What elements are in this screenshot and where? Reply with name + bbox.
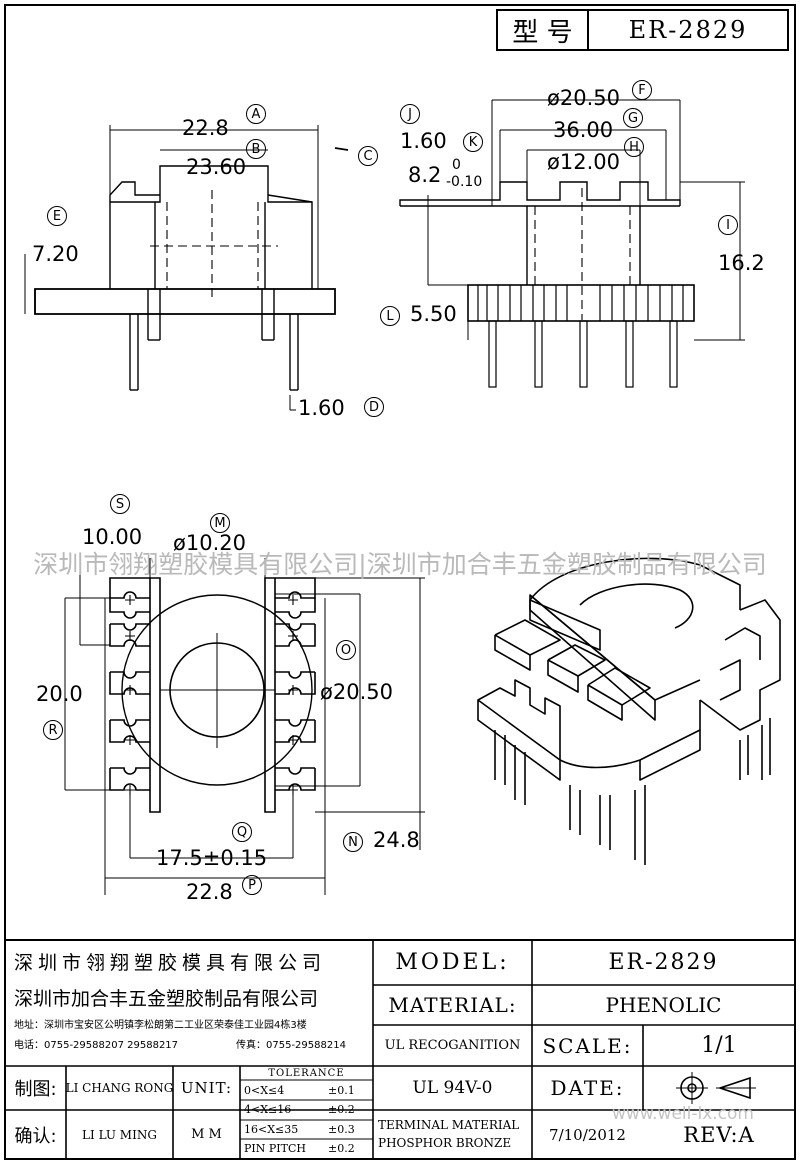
tolerance-value-4: ±0.2 [328,1142,355,1155]
dim-b: 23.60 [186,155,247,179]
isometric-view [477,557,781,865]
marker-h: H [624,137,644,157]
header-type-label: 型 号 [512,17,573,48]
marker-k: K [463,132,483,152]
dim-k-lower: -0.10 [446,174,483,190]
marker-a: A [246,104,266,124]
tolerance-range-4: PIN PITCH [244,1142,306,1155]
dim-r: 20.0 [36,682,83,706]
marker-b: B [246,139,266,159]
marker-n: N [343,832,363,852]
ul-label: UL RECOGANITION [384,1038,521,1053]
company-name-1: 深圳市翎翔塑胶模具有限公司 [14,952,327,974]
date-value: 7/10/2012 [549,1125,626,1144]
dim-f: ø20.50 [547,86,620,110]
company-phone: 电话：0755-29588207 29588217 [14,1040,179,1051]
watermark-text: 深圳市翎翔塑胶模具有限公司|深圳市加合丰五金塑胶制品有限公司 [33,550,767,579]
dim-e: 7.20 [32,242,79,266]
marker-q: Q [232,822,252,842]
dim-q: 17.5±0.15 [156,846,268,870]
terminal-material-value: PHOSPHOR BRONZE [378,1136,512,1150]
dim-k-upper: 0 [452,157,461,173]
dim-o: ø20.50 [320,680,393,704]
header-box [496,9,789,51]
check-label: 确认: [14,1125,57,1147]
dim-m: ø10.20 [173,531,246,555]
dim-d: 1.60 [298,396,345,420]
dim-h: ø12.00 [547,150,620,174]
marker-r: R [43,720,63,740]
tolerance-range-2: 4<X≤16 [244,1103,292,1116]
tolerance-value-1: ±0.1 [328,1084,355,1097]
tolerance-value-3: ±0.3 [328,1123,355,1136]
unit-label: UNIT: [180,1079,233,1097]
dim-p: 22.8 [186,880,233,904]
material-label: MATERIAL: [388,993,517,1017]
marker-j: J [400,104,420,124]
company-name-2: 深圳市加合丰五金塑胶制品有限公司 [14,988,319,1010]
dim-l: 5.50 [410,302,457,326]
ul-value: UL 94V-0 [412,1078,493,1098]
marker-e: E [47,206,67,226]
tolerance-range-3: 16<X≤35 [244,1123,299,1136]
watermark-url: www.well-lx.com [612,1104,754,1124]
model-label: MODEL: [395,950,510,975]
marker-l: L [380,306,400,326]
marker-g: G [623,108,643,128]
revision: REV:A [683,1122,755,1147]
check-name: LI LU MING [82,1127,157,1142]
marker-c: C [358,146,378,166]
date-label: DATE: [550,1076,625,1100]
tolerance-title: TOLERANCE [268,1067,345,1079]
marker-p: P [242,875,262,895]
dim-s: 10.00 [82,525,143,549]
material-value: PHENOLIC [605,993,722,1017]
bottom-view [64,558,425,895]
drawn-name: LI CHANG RONG [65,1081,174,1095]
dim-g: 36.00 [553,118,614,142]
unit-value: M M [191,1127,222,1142]
drawn-label: 制图: [14,1079,57,1100]
dim-i: 16.2 [718,251,765,275]
marker-o: O [336,640,356,660]
marker-i: I [718,215,738,235]
title-block-grid [4,939,796,1160]
dim-j: 1.60 [400,129,447,153]
tolerance-range-1: 0<X≤4 [244,1084,285,1097]
marker-s: S [110,494,130,514]
header-type-value: ER-2829 [628,16,748,44]
scale-value: 1/1 [701,1033,737,1058]
marker-f: F [632,80,652,100]
marker-m: M [210,513,230,533]
dim-n: 24.8 [373,828,420,852]
side-view [399,99,745,388]
dim-k: 8.2 [408,163,442,187]
company-address: 地址：深圳市宝安区公明镇李松朗第二工业区荣泰佳工业园4栋3楼 [14,1020,307,1031]
projection-symbol-icon [676,1072,756,1104]
marker-d: D [364,397,384,417]
dim-a: 22.8 [182,116,229,140]
company-fax: 传真：0755-29588214 [236,1040,346,1051]
model-value: ER-2829 [608,950,719,975]
tolerance-value-2: ±0.2 [328,1103,355,1116]
terminal-material-label: TERMINAL MATERIAL [378,1118,520,1132]
scale-label: SCALE: [542,1033,633,1058]
